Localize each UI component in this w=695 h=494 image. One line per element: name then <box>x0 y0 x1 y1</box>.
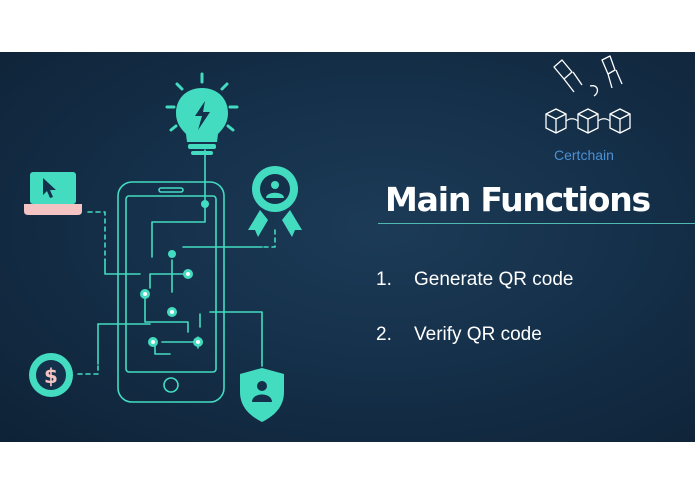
blockchain-scroll-logo <box>545 55 631 134</box>
smartphone-icon <box>117 181 225 403</box>
circuit-nodes <box>140 200 209 347</box>
dollar-coin-icon: $ <box>29 353 73 397</box>
node-highlights <box>143 272 200 344</box>
dashed-connectors <box>77 211 276 375</box>
function-label: Verify QR code <box>414 324 542 345</box>
page-title: Main Functions <box>385 180 651 219</box>
function-number: 2. <box>376 324 392 345</box>
mobile-network-illustration: $ <box>24 72 302 422</box>
award-badge-icon <box>248 166 302 237</box>
brand-name: Certchain <box>554 147 614 163</box>
function-number: 1. <box>376 269 392 290</box>
function-item-generate: 1. Generate QR code <box>376 269 573 291</box>
title-underline <box>378 223 695 224</box>
function-item-verify: 2. Verify QR code <box>376 324 542 346</box>
slide: $ Certc <box>0 52 695 442</box>
laptop-cursor-icon <box>24 172 82 215</box>
shield-user-icon <box>240 368 284 422</box>
function-label: Generate QR code <box>414 269 574 290</box>
lightbulb-icon <box>165 72 239 155</box>
svg-text:$: $ <box>44 364 58 388</box>
